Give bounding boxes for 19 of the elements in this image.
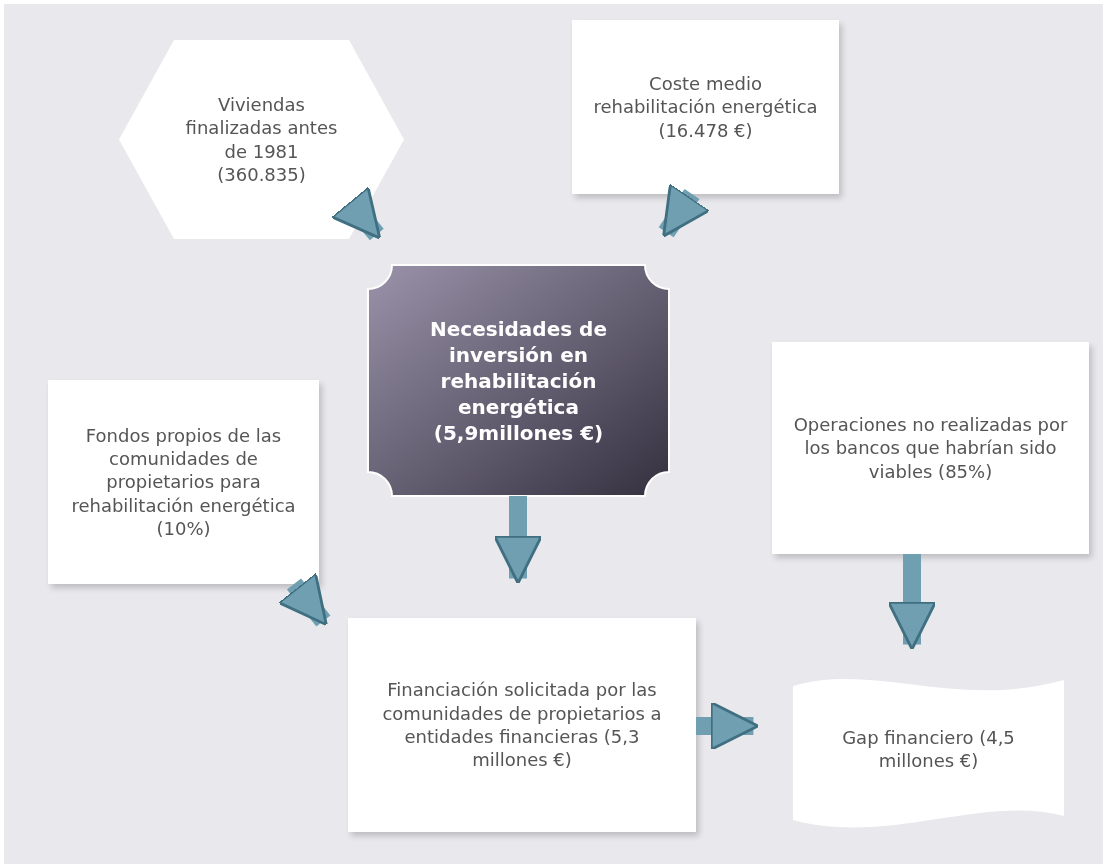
node-text: Financiación solicitada por las comunidades de propietarios a entidades financieras (5,3 millones €): [381, 678, 663, 772]
node-text: Gap financiero (4,5 millones €): [841, 725, 1016, 773]
notched-box: [368, 265, 669, 496]
block-arrow: [658, 182, 711, 238]
note-box: [772, 342, 1089, 554]
note-box: [572, 20, 839, 194]
block-arrow: [696, 701, 760, 751]
node-text: Operaciones no realizadas por los bancos que habrían sido viables (85%): [792, 412, 1069, 484]
node-text: Fondos propios de las comunidades de propietarios para rehabilitación energética (10%): [70, 423, 297, 541]
block-arrow: [493, 496, 543, 585]
node-text: Viviendas finalizadas antes de 1981 (360.835): [184, 92, 339, 187]
node-text: Coste medio rehabilitación energética (16.478 €): [592, 71, 819, 143]
block-arrow: [887, 554, 937, 651]
block-arrow: [330, 185, 384, 241]
hexagon-box: [119, 40, 404, 239]
note-box: [48, 380, 319, 584]
block-arrow: [277, 572, 331, 627]
node-text: Necesidades de inversión en rehabilitación energética (5,9millones €): [429, 315, 608, 446]
note-box: [348, 618, 696, 832]
